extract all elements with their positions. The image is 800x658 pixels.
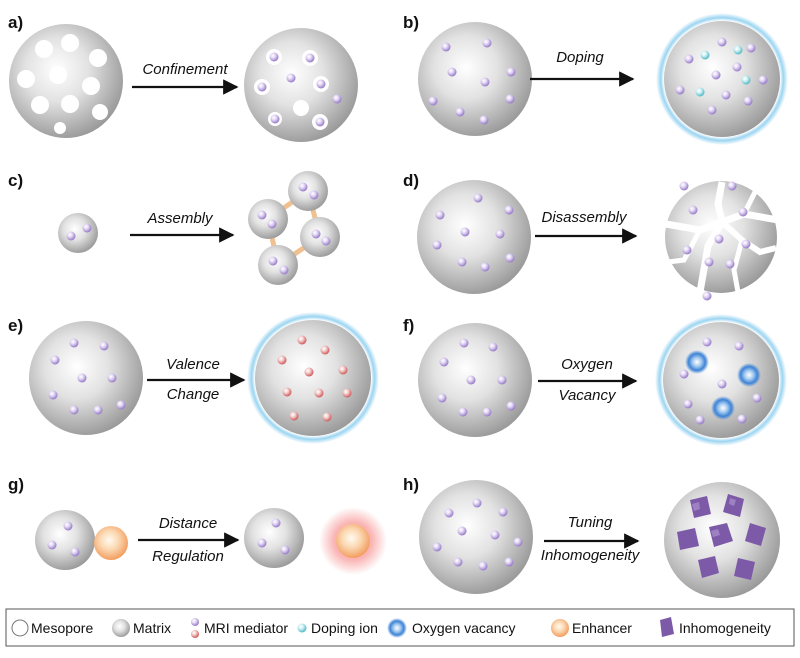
panel-label-b: b) [403, 13, 419, 32]
panel-b: b) Doping [403, 13, 788, 145]
arrow-label-d-1: Disassembly [541, 209, 628, 226]
legend-label-mesopore: Mesopore [31, 620, 93, 636]
arrow-label-f-1: Oxygen [561, 356, 613, 373]
legend-label-enhancer: Enhancer [572, 620, 632, 636]
oxygen-vacancy-swatch [387, 618, 407, 638]
legend-label-oxygen-vacancy: Oxygen vacancy [412, 620, 516, 636]
legend-label-inhomogeneity: Inhomogeneity [679, 620, 771, 636]
legend-label-matrix: Matrix [133, 620, 171, 636]
matrix-sphere [417, 180, 531, 294]
panel-label-f: f) [403, 316, 414, 335]
panel-label-d: d) [403, 171, 419, 190]
matrix-sphere [419, 480, 533, 594]
legend-item-enhancer: Enhancer [551, 619, 632, 637]
panel-c: c) Assembly [8, 171, 340, 285]
panel-f: f) Oxygen Vacancy [403, 314, 787, 446]
matrix-sphere [9, 24, 123, 138]
mri-mediator-swatch-top [191, 618, 199, 626]
arrow-label-c-1: Assembly [146, 210, 214, 227]
panel-label-e: e) [8, 316, 23, 335]
mri-mediator-swatch-bottom [191, 630, 199, 638]
panel-e: e) Valence Change [8, 312, 379, 444]
matrix-with-enhancer [35, 510, 128, 570]
legend-item-mesopore: Mesopore [11, 619, 93, 637]
mesopore-swatch [11, 619, 29, 637]
legend-item-inhomogeneity: Inhomogeneity [660, 617, 771, 637]
vacancy-sphere [655, 314, 787, 446]
doping-ion-swatch [297, 623, 307, 633]
assembled-cluster [248, 171, 340, 285]
matrix-sphere [418, 323, 532, 437]
matrix-sphere [29, 321, 143, 435]
matrix-sphere-loaded [244, 28, 358, 142]
panel-label-g: g) [8, 475, 24, 494]
enhancer-swatch [551, 619, 569, 637]
panel-label-h: h) [403, 475, 419, 494]
panel-h: h) Tuning Inhomogeneity [403, 475, 780, 598]
arrow-label-g-1: Distance [159, 515, 217, 532]
inhomogeneity-swatch [660, 617, 674, 637]
legend-label-doping-ion: Doping ion [311, 620, 378, 636]
matrix-swatch [112, 619, 130, 637]
arrow-label-h-1: Tuning [568, 514, 613, 531]
separated-matrix [244, 508, 304, 568]
arrow-label-h-2: Inhomogeneity [541, 547, 641, 564]
panel-label-c: c) [8, 171, 23, 190]
legend: Mesopore Matrix MRI mediator Doping ion … [5, 608, 795, 647]
arrow-label-e-2: Change [167, 386, 220, 403]
valence-changed-sphere [247, 312, 379, 444]
arrow-label-f-2: Vacancy [559, 387, 617, 404]
glowing-enhancer [319, 507, 387, 575]
arrow-label-e-1: Valence [166, 356, 220, 373]
doped-sphere [656, 13, 788, 145]
legend-label-mri-mediator: MRI mediator [204, 620, 288, 636]
legend-item-oxygen-vacancy: Oxygen vacancy [387, 618, 516, 638]
panel-g: g) Distance Regulation [8, 475, 387, 575]
arrow-label-b-1: Doping [556, 49, 604, 66]
panel-label-a: a) [8, 13, 23, 32]
legend-item-doping-ion: Doping ion [297, 620, 378, 636]
matrix-sphere [418, 22, 532, 136]
legend-item-mri-mediator: MRI mediator [191, 618, 288, 638]
inhomogeneous-sphere [664, 482, 780, 598]
single-particle [58, 213, 98, 253]
arrow-label-a-1: Confinement [142, 61, 228, 78]
fragmented-sphere [665, 181, 779, 301]
arrow-label-g-2: Regulation [152, 548, 224, 565]
panel-a: a) Confinement [8, 13, 358, 142]
legend-item-matrix: Matrix [112, 619, 171, 637]
panel-d: d) Disassembly [403, 171, 779, 301]
